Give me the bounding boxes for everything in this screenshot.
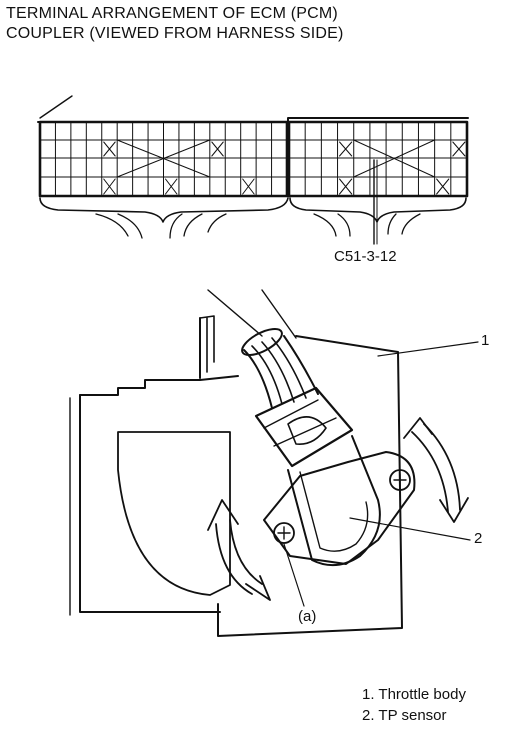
callout-2: 2 — [474, 530, 483, 547]
diagram-title: TERMINAL ARRANGEMENT OF ECM (PCM) COUPLE… — [6, 4, 344, 44]
callout-a: (a) — [298, 608, 317, 625]
ecm-coupler-drawing — [37, 95, 469, 245]
throttle-body-drawing — [69, 289, 479, 637]
legend: 1. Throttle body 2. TP sensor — [362, 684, 466, 726]
legend-item-tp-sensor: 2. TP sensor — [362, 707, 447, 724]
callout-1: 1 — [481, 332, 490, 349]
legend-item-throttle-body: 1. Throttle body — [362, 686, 466, 703]
terminal-label: C51-3-12 — [334, 248, 397, 265]
title-line-1: TERMINAL ARRANGEMENT OF ECM (PCM) — [6, 5, 338, 22]
title-line-2: COUPLER (VIEWED FROM HARNESS SIDE) — [6, 25, 344, 42]
